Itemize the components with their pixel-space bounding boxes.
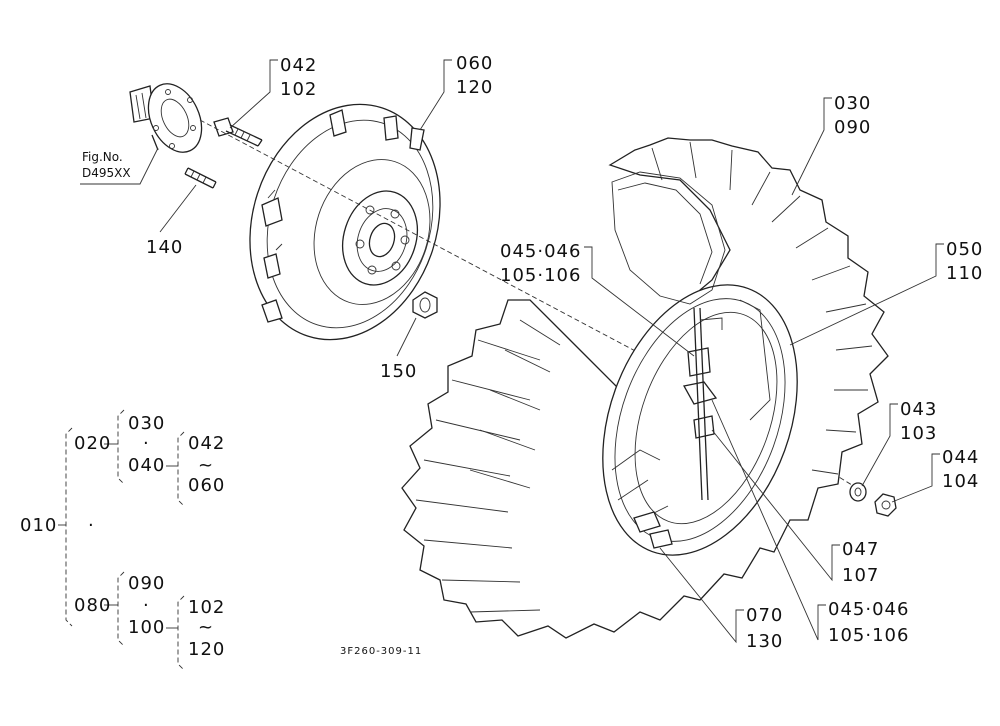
callout-110: 110 (946, 263, 984, 284)
tree-group-b-sub-tilde: ~ (198, 617, 215, 638)
callout-104: 104 (942, 471, 980, 492)
tree-root-dot: · (88, 515, 95, 536)
callout-047: 047 (842, 539, 880, 560)
tree-group-b-sub-top: 102 (188, 597, 226, 618)
hub-flange (129, 83, 203, 153)
callout-060: 060 (456, 53, 494, 74)
assembly-tree-lines (58, 409, 185, 671)
callout-050: 050 (946, 239, 984, 260)
tree-group-a-mid: 040 (128, 455, 166, 476)
disc-wheel (249, 103, 441, 341)
callout-044: 044 (942, 447, 980, 468)
wheel-nut (412, 291, 438, 319)
callout-045-046-top: 045·046 (500, 241, 582, 262)
leader-lines (80, 59, 944, 644)
tree-group-a: 020 (74, 433, 112, 454)
callout-045-046-bottom: 045·046 (828, 599, 910, 620)
callout-107: 107 (842, 565, 880, 586)
washer (849, 482, 867, 502)
callout-102: 102 (280, 79, 318, 100)
tree-group-b-top: 090 (128, 573, 166, 594)
tree-group-b: 080 (74, 595, 112, 616)
callout-105-106-top: 105·106 (500, 265, 582, 286)
figure-reference-label: Fig.No. (82, 150, 123, 164)
callout-130: 130 (746, 631, 784, 652)
callout-030: 030 (834, 93, 872, 114)
tree-group-b-sub-bottom: 120 (188, 639, 226, 660)
callout-150: 150 (380, 361, 418, 382)
tree-group-a-top: 030 (128, 413, 166, 434)
callout-042: 042 (280, 55, 318, 76)
callout-120: 120 (456, 77, 494, 98)
tree-group-a-dot: · (143, 433, 150, 454)
tractor-tire (401, 137, 889, 639)
figure-reference-number: D495XX (82, 166, 131, 180)
drawing-code: 3F260-309-11 (340, 646, 423, 657)
tree-group-a-sub-tilde: ~ (198, 455, 215, 476)
callout-103: 103 (900, 423, 938, 444)
wheel-stud (184, 167, 217, 189)
callout-070: 070 (746, 605, 784, 626)
lug-nut (874, 493, 897, 517)
callout-043: 043 (900, 399, 938, 420)
callout-140: 140 (146, 237, 184, 258)
tree-group-b-mid: 100 (128, 617, 166, 638)
callout-105-106-bottom: 105·106 (828, 625, 910, 646)
callout-090: 090 (834, 117, 872, 138)
tree-group-a-sub-top: 042 (188, 433, 226, 454)
wheel-bolt (213, 117, 263, 147)
tree-group-a-sub-bottom: 060 (188, 475, 226, 496)
tree-group-b-dot: · (143, 595, 150, 616)
tree-root: 010 (20, 515, 58, 536)
